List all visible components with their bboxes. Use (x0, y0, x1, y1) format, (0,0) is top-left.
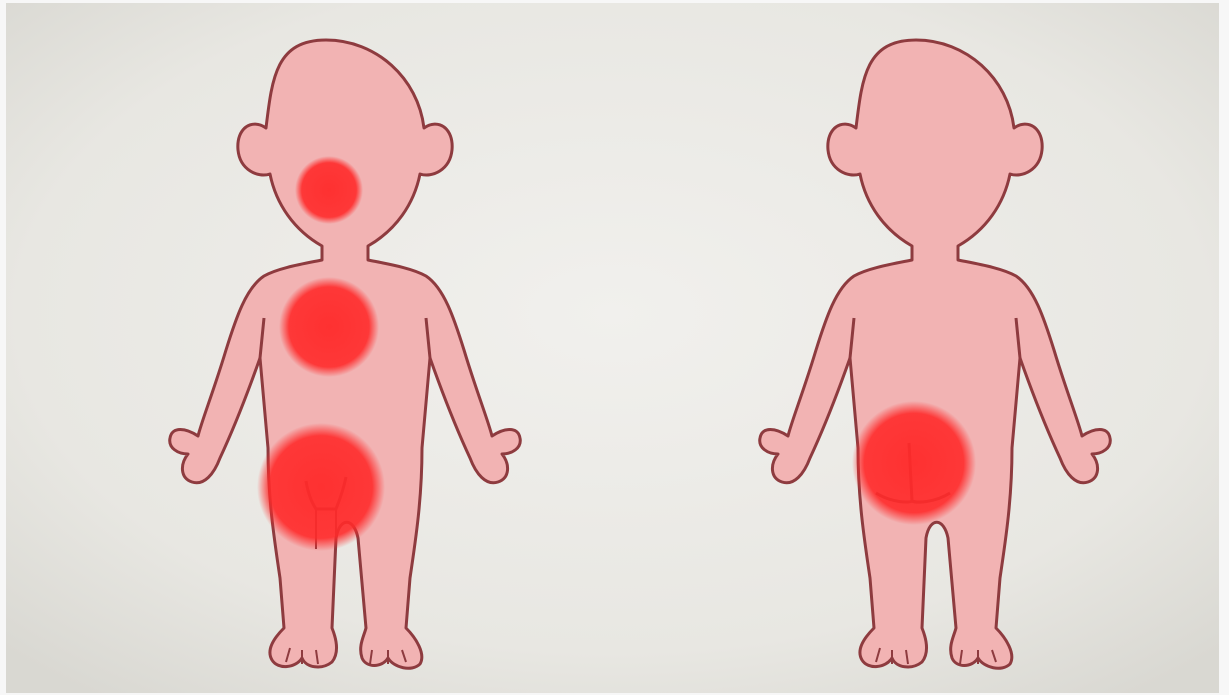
illustration (6, 3, 1219, 693)
highlight-chest (279, 277, 379, 377)
highlight-mouth (295, 156, 363, 224)
highlight-groin (257, 423, 385, 551)
body-map-illustration (6, 3, 1219, 693)
highlight-buttocks (852, 401, 976, 525)
